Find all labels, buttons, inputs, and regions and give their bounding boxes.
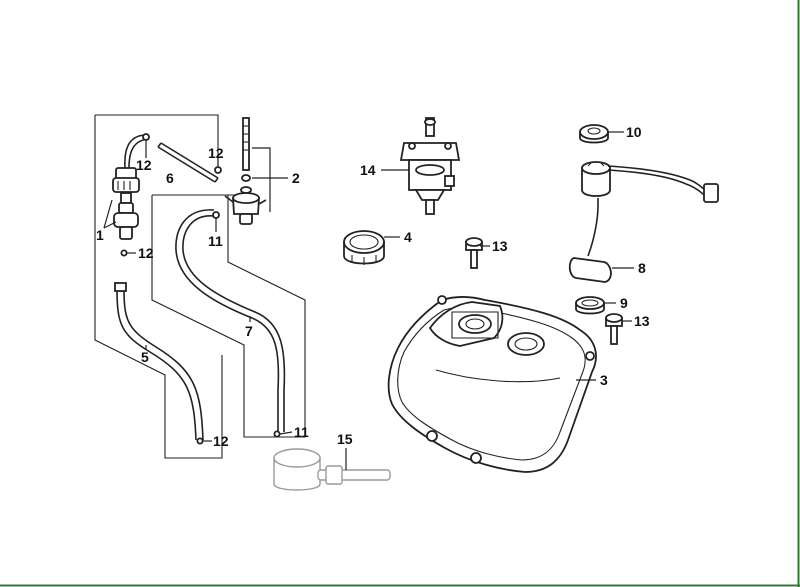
clip-rings xyxy=(120,133,281,445)
callout-1: 1 xyxy=(96,227,104,243)
callout-5: 5 xyxy=(141,349,149,365)
callout-13-upper: 13 xyxy=(492,238,508,254)
callout-4: 4 xyxy=(404,229,412,245)
callout-11-upper: 11 xyxy=(208,233,223,249)
callout-7: 7 xyxy=(245,323,253,339)
callout-12-top-right: 12 xyxy=(208,145,224,161)
callout-3: 3 xyxy=(600,372,608,388)
callout-12-bottom: 12 xyxy=(213,433,229,449)
callout-13-lower: 13 xyxy=(634,313,650,329)
callout-12-top-left: 12 xyxy=(136,157,152,173)
part-5-fuel-hose xyxy=(114,282,204,441)
group-outline-left xyxy=(94,114,223,459)
leader-lines xyxy=(103,131,634,470)
callout-11-lower: 11 xyxy=(294,424,309,440)
part-9-seal-ring xyxy=(575,296,605,315)
part-15-tool xyxy=(273,448,391,491)
part-7-vent-hose xyxy=(175,209,286,432)
part-13-bolt-lower xyxy=(605,313,623,345)
part-13-bolt-upper xyxy=(465,237,483,269)
callout-6: 6 xyxy=(166,170,174,186)
part-14-fuel-pump xyxy=(399,117,461,215)
callout-14: 14 xyxy=(360,162,376,178)
callout-10: 10 xyxy=(626,124,642,140)
callout-12-middle: 12 xyxy=(138,245,154,261)
part-1-fuel-valve xyxy=(112,167,140,240)
callout-9: 9 xyxy=(620,295,628,311)
part-8-fuel-sender xyxy=(568,161,719,283)
callout-15: 15 xyxy=(337,431,353,447)
part-2-fuel-tap xyxy=(224,117,267,225)
part-6-breather-rod xyxy=(157,142,219,183)
part-4-fuel-cap xyxy=(343,230,385,265)
callout-8: 8 xyxy=(638,260,646,276)
group-outline-middle xyxy=(151,194,306,438)
part-10-nut xyxy=(579,124,609,144)
part-3-fuel-tank xyxy=(387,295,597,473)
callout-2: 2 xyxy=(292,170,300,186)
callout-labels: 1 2 3 4 5 6 7 8 9 10 11 11 12 12 12 12 1… xyxy=(96,124,650,449)
